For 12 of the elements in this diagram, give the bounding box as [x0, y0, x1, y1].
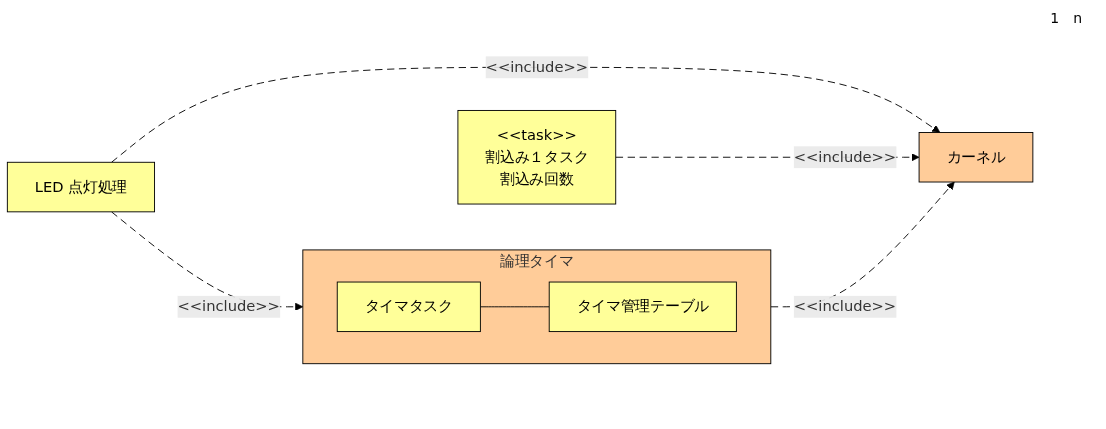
multiplicity-label: n	[1073, 10, 1082, 26]
edge-label: <<include>>	[177, 297, 280, 316]
edge-label: <<include>>	[793, 297, 897, 316]
multiplicity-label: 1	[1050, 10, 1060, 26]
node-box: タイマ管理テーブル	[548, 281, 737, 333]
edge-label: <<include>>	[485, 58, 589, 76]
node-box: LED 点灯処理	[6, 161, 155, 213]
connector	[479, 306, 550, 308]
node-box: <<task>> 割込み１タスク 割込み回数	[457, 110, 617, 205]
edge-label: <<include>>	[793, 148, 897, 166]
node-box: タイマタスク	[336, 281, 481, 333]
node-box: カーネル	[918, 132, 1034, 183]
